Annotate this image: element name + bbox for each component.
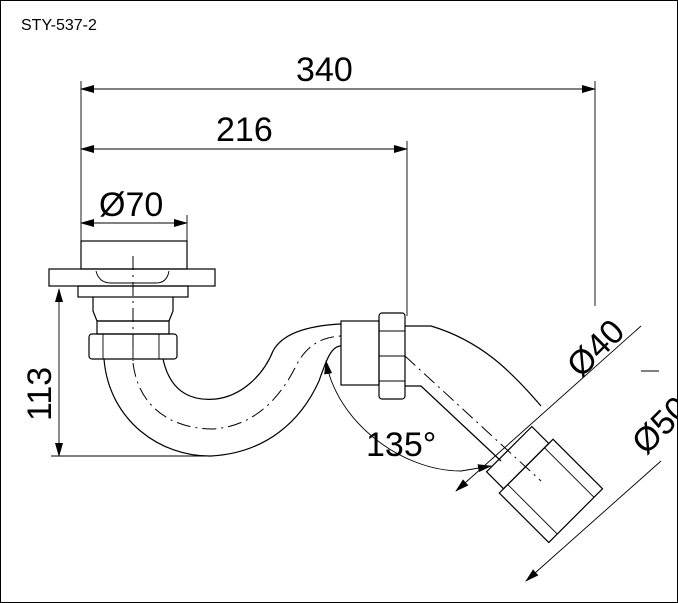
model-code: STY-537-2 (21, 17, 97, 34)
dim-340-label: 340 (296, 51, 353, 89)
inlet-fitting (485, 425, 604, 544)
dim-50-label: Ø50 (625, 389, 678, 461)
angle-arc (324, 360, 492, 473)
dim-216-label: 216 (216, 111, 273, 149)
dim-113-label: 113 (21, 367, 59, 421)
dim-40-label: Ø40 (560, 312, 632, 384)
dim-line-40 (455, 325, 642, 492)
dim-70-label: Ø70 (99, 186, 163, 224)
drain-flange (48, 240, 216, 361)
dim-line-50 (525, 460, 662, 582)
angle-label: 135° (366, 426, 436, 464)
